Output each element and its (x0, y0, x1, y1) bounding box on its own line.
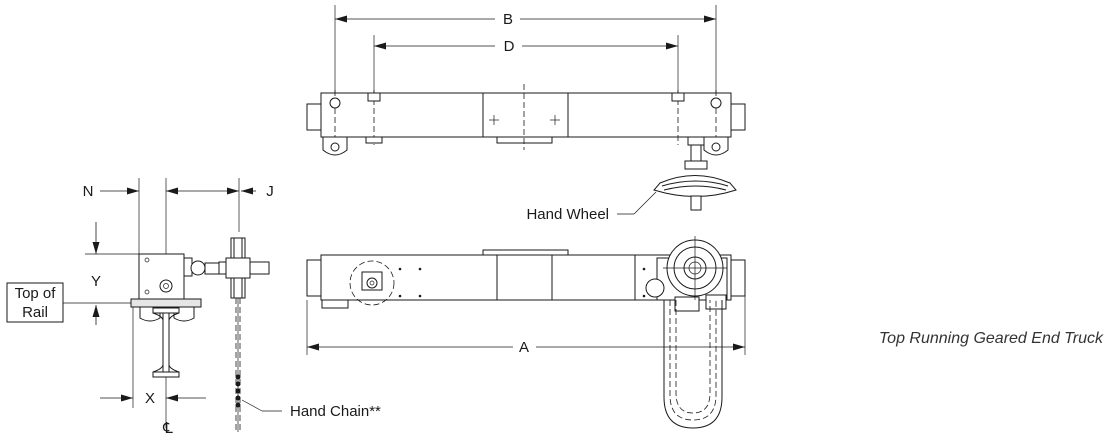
dimension-y: Y (85, 222, 139, 325)
dimension-d-label: D (504, 38, 515, 55)
dimension-y-label: Y (91, 273, 101, 290)
dimension-x: X (100, 307, 206, 408)
dimension-j-label: J (266, 183, 274, 200)
dimension-n-label: N (83, 183, 94, 200)
side-gearbox (138, 253, 185, 300)
hand-chain-label: Hand Chain** (290, 403, 381, 420)
hand-chain-loop (669, 300, 717, 421)
dimension-a: A (306, 296, 746, 356)
i-beam-rail (152, 307, 180, 378)
bolt-markers (489, 115, 560, 125)
dimension-a-label: A (519, 339, 529, 356)
hand-chain-callout: Hand Chain** (241, 399, 381, 420)
top-of-rail-line1: Top of (15, 285, 57, 302)
centerline-symbol: ℄ (162, 420, 173, 437)
side-wheel-base (130, 298, 202, 308)
top-of-rail-line2: Rail (22, 304, 48, 321)
drawing-caption: Top Running Geared End Truck (879, 330, 1104, 347)
front-holes (398, 267, 646, 298)
front-view: A (306, 236, 746, 429)
dimension-x-label: X (145, 390, 155, 407)
dimension-b: B (334, 5, 717, 95)
left-end-cap (306, 103, 322, 131)
hand-wheel-top (653, 136, 737, 211)
dimension-j: J (188, 178, 274, 232)
front-left-cap (306, 259, 322, 297)
hand-wheel-label: Hand Wheel (526, 206, 609, 223)
right-end-cap (730, 103, 746, 131)
top-view: B D (306, 5, 746, 223)
top-of-rail-callout: Top of Rail (6, 282, 139, 323)
front-gear-outline (349, 260, 395, 306)
bearing-top-right (710, 97, 722, 109)
front-right-cap (730, 259, 746, 297)
side-view: N J Y Top of Rail (6, 178, 381, 437)
chain-links (235, 374, 241, 408)
hand-wheel-front (645, 236, 728, 429)
dimension-b-label: B (503, 11, 513, 28)
hand-wheel-callout: Hand Wheel (526, 191, 657, 223)
dimension-d: D (373, 35, 679, 95)
top-view-beam (320, 92, 732, 138)
bearing-top-left (329, 97, 341, 109)
